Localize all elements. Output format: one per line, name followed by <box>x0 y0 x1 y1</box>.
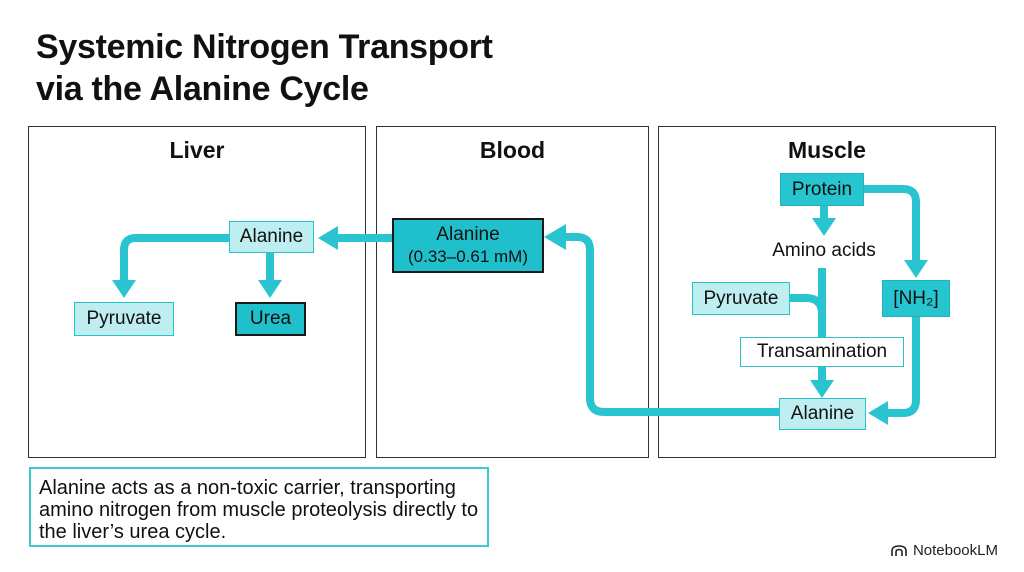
blood-alanine-label: Alanine <box>436 223 500 245</box>
title-line-1: Systemic Nitrogen Transport <box>36 28 493 66</box>
notebooklm-logo-icon <box>891 544 907 556</box>
muscle-panel-title: Muscle <box>788 137 866 163</box>
summary-note: Alanine acts as a non-toxic carrier, tra… <box>29 467 489 547</box>
page-title: Systemic Nitrogen Transport via the Alan… <box>36 26 493 110</box>
blood-panel-title: Blood <box>479 137 546 163</box>
brand-name: NotebookLM <box>912 542 998 559</box>
liver-alanine-node: Alanine <box>229 221 314 253</box>
blood-panel: Blood <box>376 126 649 458</box>
brand-watermark: NotebookLM <box>891 542 998 559</box>
muscle-protein-node: Protein <box>780 173 864 206</box>
muscle-amino-acids-label: Amino acids <box>772 240 876 261</box>
liver-panel: Liver <box>28 126 366 458</box>
blood-alanine-node: Alanine (0.33–0.61 mM) <box>392 218 544 273</box>
blood-alanine-concentration: (0.33–0.61 mM) <box>408 246 528 266</box>
title-line-2: via the Alanine Cycle <box>36 70 369 108</box>
liver-urea-node: Urea <box>235 302 306 336</box>
muscle-nh2-node: [NH₂] <box>882 280 950 317</box>
muscle-pyruvate-node: Pyruvate <box>692 282 790 315</box>
liver-pyruvate-node: Pyruvate <box>74 302 174 336</box>
liver-panel-title: Liver <box>169 137 225 163</box>
muscle-transamination-node: Transamination <box>740 337 904 367</box>
muscle-alanine-node: Alanine <box>779 398 866 430</box>
